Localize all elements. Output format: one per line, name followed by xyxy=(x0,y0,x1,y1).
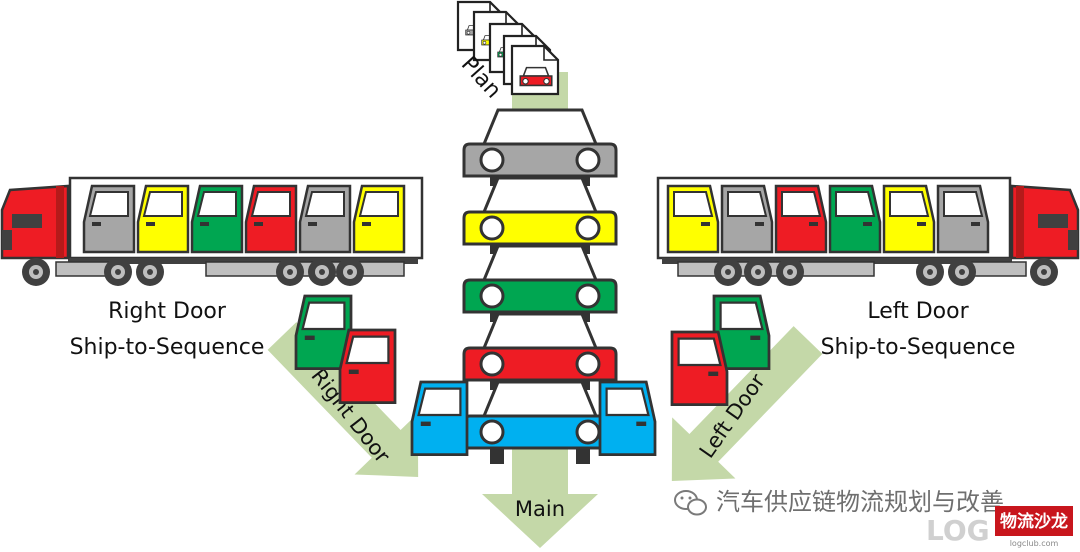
watermark-badge-subtext: logclub.com xyxy=(1010,539,1059,548)
loose-door-blue-left xyxy=(598,380,657,456)
wheel xyxy=(336,258,364,286)
plan-card-stack xyxy=(456,0,560,96)
truck-door-green xyxy=(828,184,882,254)
wheel xyxy=(1030,258,1058,286)
truck-door-yellow xyxy=(882,184,936,254)
watermark: 汽车供应链物流规划与改善 LOG 物流沙龙 logclub.com xyxy=(674,488,1073,548)
wechat-icon xyxy=(674,490,707,516)
truck-door-gray xyxy=(936,184,990,254)
loose-door-red-left xyxy=(670,330,729,406)
watermark-text: 汽车供应链物流规划与改善 xyxy=(716,488,1004,516)
wheel xyxy=(776,258,804,286)
truck-door-yellow xyxy=(136,184,190,254)
truck-door-green xyxy=(190,184,244,254)
truck-door-gray xyxy=(720,184,774,254)
main-line-cars xyxy=(462,108,618,464)
left-door-arrow xyxy=(671,326,823,481)
truck-door-yellow xyxy=(666,184,720,254)
truck-door-red xyxy=(244,184,298,254)
watermark-logo-text: LOG xyxy=(926,514,990,547)
car-red xyxy=(462,312,618,390)
wheel xyxy=(744,258,772,286)
wheel xyxy=(308,258,336,286)
truck-door-yellow xyxy=(352,184,406,254)
wheel xyxy=(916,258,944,286)
truck-door-gray xyxy=(298,184,352,254)
watermark-badge xyxy=(995,506,1073,536)
car-yellow xyxy=(462,176,618,254)
car-green xyxy=(462,244,618,322)
right-door-title-line1: Right Door xyxy=(108,299,227,324)
left-door-title-line1: Left Door xyxy=(867,299,969,324)
wheel xyxy=(22,258,50,286)
car-blue xyxy=(462,380,618,464)
right-door-title-line2: Ship-to-Sequence xyxy=(70,335,265,360)
wheel xyxy=(104,258,132,286)
wheel xyxy=(136,258,164,286)
loose-door-blue-right xyxy=(410,380,469,456)
left-door-title-line2: Ship-to-Sequence xyxy=(821,335,1016,360)
loose-door-red-right xyxy=(338,328,397,404)
wheel xyxy=(276,258,304,286)
watermark-badge-text: 物流沙龙 xyxy=(1000,511,1068,532)
main-arrow-label: Main xyxy=(515,497,565,521)
truck-door-red xyxy=(774,184,828,254)
plan-card xyxy=(510,44,560,96)
wheel xyxy=(948,258,976,286)
wheel xyxy=(714,258,742,286)
car-gray xyxy=(462,108,618,186)
truck-door-gray xyxy=(82,184,136,254)
